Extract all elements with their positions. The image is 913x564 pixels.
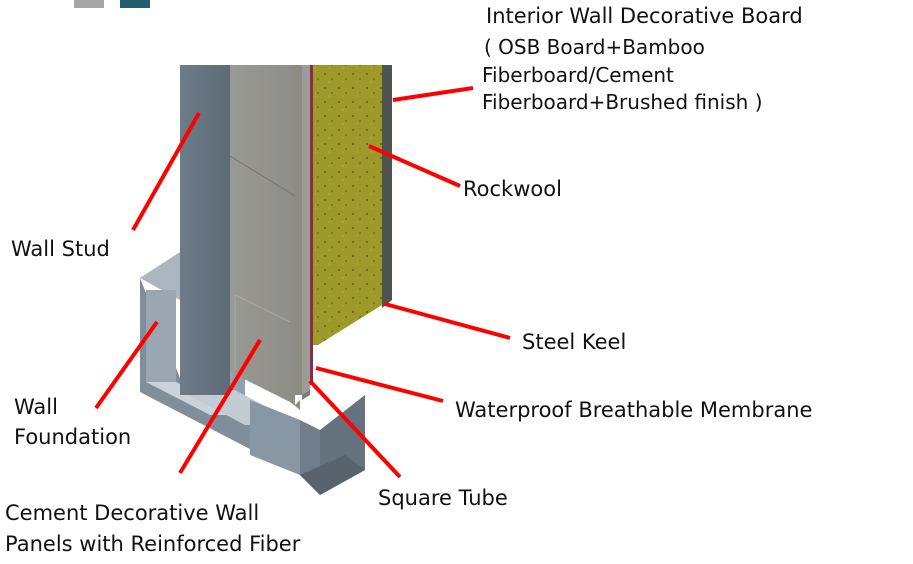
callout-square-tube: [308, 379, 402, 479]
label-steel-keel: Steel Keel: [522, 330, 627, 354]
callout-membrane: [315, 366, 444, 403]
label-interior-board-line1: ( OSB Board+Bamboo: [484, 35, 705, 59]
label-square-tube: Square Tube: [378, 486, 508, 510]
steel-keel-strip: [302, 65, 310, 395]
label-interior-board-line2: Fiberboard/Cement: [482, 63, 674, 87]
label-wall-stud: Wall Stud: [11, 237, 110, 261]
label-interior-board-line3: Fiberboard+Brushed finish ): [482, 90, 763, 114]
tube-cell: [146, 290, 176, 382]
callout-steel-keel: [384, 302, 511, 340]
label-wall-foundation-line2: Foundation: [14, 425, 132, 449]
interior-board-shape: [382, 65, 392, 308]
callout-wall-stud: [131, 112, 201, 231]
legend-swatch-gray: [74, 0, 104, 8]
label-membrane: Waterproof Breathable Membrane: [455, 398, 813, 422]
cement-panel-shape: [229, 65, 302, 410]
callout-cement-panel: [178, 338, 262, 475]
label-cement-panel-line2: Panels with Reinforced Fiber: [5, 532, 301, 556]
membrane-shape: [310, 65, 313, 385]
label-interior-board-title: Interior Wall Decorative Board: [486, 4, 803, 28]
label-rockwool: Rockwool: [463, 177, 562, 201]
label-wall-foundation-line1: Wall: [14, 395, 58, 419]
callout-interior-board: [392, 86, 474, 102]
callout-wall-foundation: [94, 320, 159, 410]
callout-lines: [94, 86, 511, 479]
legend-swatch-teal: [120, 0, 150, 8]
tube-cell: [250, 400, 300, 475]
callout-rockwool: [368, 144, 461, 188]
rockwool-shape: [313, 65, 382, 345]
label-cement-panel-line1: Cement Decorative Wall: [5, 501, 260, 525]
wall-stud-shape: [180, 65, 230, 395]
